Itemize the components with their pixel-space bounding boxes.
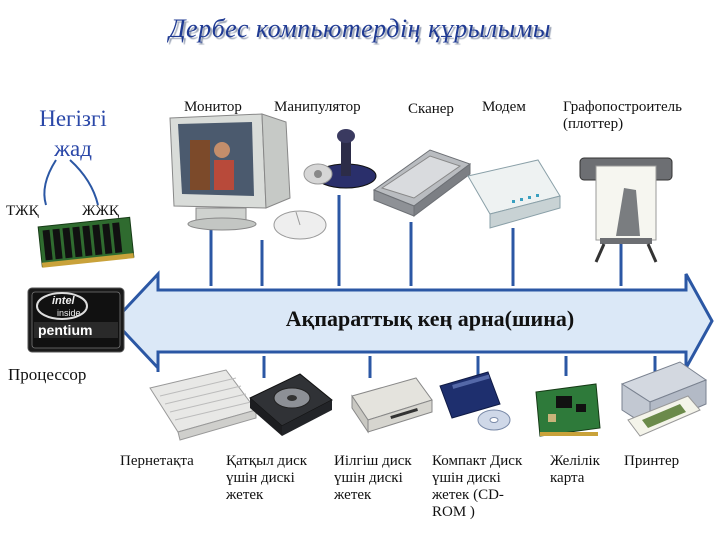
modem-icon (468, 160, 560, 228)
network-card-icon (536, 384, 600, 436)
rom-label: ТЖҚ (6, 203, 39, 220)
device-label-scanner: Сканер (408, 101, 454, 118)
scanner-icon (374, 150, 470, 216)
device-label-plotter: Графопостроитель (плоттер) (563, 99, 713, 133)
device-label-hard-disk: Қатқыл диск үшін дискі жетек (226, 453, 330, 504)
plotter-icon (580, 158, 672, 262)
mouse-icon (274, 211, 326, 239)
device-label-manipulator: Манипулятор (274, 99, 361, 116)
device-label-floppy-drive: Иілгіш диск үшін дискі жетек (334, 453, 434, 504)
chip-text-inside: inside (57, 308, 81, 318)
cd-rom-icon (440, 372, 510, 430)
hard-disk-icon (250, 374, 332, 436)
chip-text-pentium: pentium (38, 322, 92, 338)
device-label-network-card: Желілік карта (550, 453, 610, 487)
device-label-modem: Модем (482, 99, 526, 116)
device-label-keyboard: Пернетақта (120, 453, 194, 470)
keyboard-icon (150, 370, 256, 440)
main-memory-title: Негізгі жад (28, 104, 118, 164)
floppy-drive-icon (352, 378, 432, 432)
bottom-connectors (158, 356, 655, 378)
ram-module-icon (38, 217, 134, 267)
device-label-monitor: Монитор (184, 99, 242, 116)
joystick-icon (304, 129, 376, 188)
monitor-icon (170, 114, 290, 230)
device-label-cd-rom: Компакт Диск үшін дискі жетек (CD-ROM ) (432, 453, 534, 521)
ram-label: ЖЖҚ (82, 203, 119, 220)
device-label-printer: Принтер (624, 453, 679, 470)
memory-tree (44, 160, 98, 205)
processor-chip-icon: intel inside pentium (28, 288, 124, 352)
bus-label: Ақпараттық кең арна(шина) (150, 306, 710, 332)
chip-text-intel: intel (52, 295, 76, 307)
processor-label: Процессор (8, 366, 86, 383)
printer-icon (622, 362, 706, 436)
